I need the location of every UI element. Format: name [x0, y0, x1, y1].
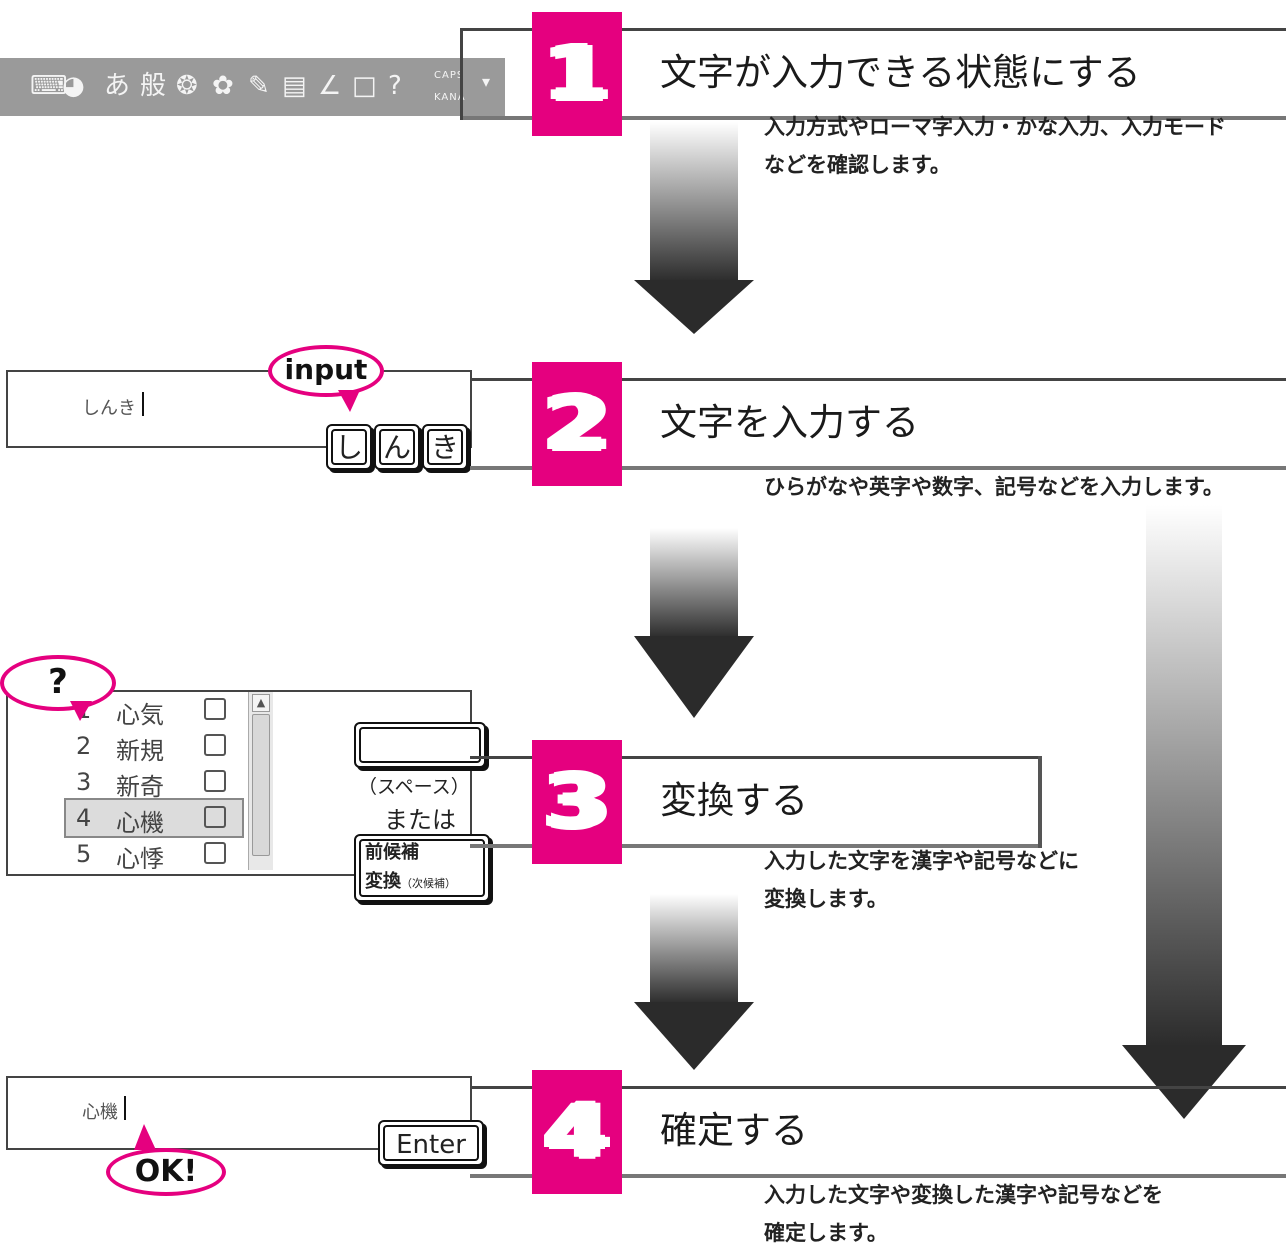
comment-icon	[204, 698, 226, 720]
key-ki[interactable]: き	[422, 424, 468, 470]
step4-desc: 入力した文字や変換した漢字や記号などを 確定します。	[764, 1183, 1163, 1245]
step3-desc: 入力した文字を漢字や記号などに 変換します。	[764, 849, 1079, 911]
comment-icon	[204, 770, 226, 792]
scroll-thumb[interactable]	[252, 714, 270, 856]
text-cursor	[142, 392, 144, 416]
question-bubble-tail	[70, 701, 92, 721]
pen-icon[interactable]: ✎	[248, 71, 270, 101]
input-bubble-tail	[338, 390, 360, 412]
candidate-scrollbar[interactable]: ▲	[248, 692, 273, 870]
arrow-2-head	[634, 636, 754, 718]
conversion-icon[interactable]: ❂	[176, 71, 198, 101]
step2-header: 2 文字を入力する	[470, 362, 1286, 486]
caps-indicator: CAPS	[434, 70, 465, 81]
space-key[interactable]	[354, 722, 486, 768]
help-icon[interactable]: ?	[388, 71, 402, 101]
step2-typed-text: しんき	[82, 398, 136, 419]
step2-title: 文字を入力する	[660, 401, 919, 444]
question-bubble: ?	[0, 655, 116, 711]
arrow-skip-shaft	[1146, 505, 1222, 1047]
input-bubble: input	[268, 345, 384, 397]
key-shi[interactable]: し	[326, 424, 372, 470]
ok-bubble-tail	[134, 1124, 156, 1150]
step3-number: 3	[532, 740, 622, 864]
dictionary-mode-button[interactable]: 般	[140, 71, 167, 101]
key-n[interactable]: ん	[374, 424, 420, 470]
step4-title: 確定する	[660, 1109, 808, 1152]
input-mode-button[interactable]: あ	[104, 71, 131, 101]
ok-bubble: OK!	[106, 1148, 226, 1196]
tools-icon[interactable]: ✿	[212, 71, 234, 101]
step3-header: 3 変換する	[470, 740, 1042, 864]
arrow-2-shaft	[650, 528, 738, 638]
kana-indicator: KANA	[434, 92, 466, 103]
or-label: または	[384, 806, 456, 834]
handwriting-icon[interactable]: ∠	[318, 71, 342, 101]
step2-desc: ひらがなや英字や数字、記号などを入力します。	[764, 475, 1224, 499]
comment-icon	[204, 806, 226, 828]
arrow-1-head	[634, 280, 754, 334]
convert-key[interactable]: 前候補 変換（次候補）	[354, 834, 490, 902]
keyboard-icon[interactable]: ⌨	[30, 71, 68, 101]
arrow-1-shaft	[650, 122, 738, 282]
step4-number: 4	[532, 1070, 622, 1194]
enter-key[interactable]: Enter	[378, 1120, 484, 1166]
toolbar-ime: ⌨ ◕ あ 般 ❂ ✿ ✎ ▤ ∠ □ ? CAPS KANA ▾	[0, 58, 505, 116]
step1-desc: 入力方式やローマ字入力・かな入力、入力モード などを確認します。	[764, 115, 1226, 177]
window-icon[interactable]: □	[352, 71, 377, 101]
arrow-3-shaft	[650, 894, 738, 1004]
toolbar-menu-icon[interactable]: ▾	[482, 72, 492, 91]
comment-icon	[204, 842, 226, 864]
step2-number: 2	[532, 362, 622, 486]
step4-typed-text: 心機	[82, 1102, 118, 1123]
space-label: （スペース）	[358, 776, 470, 798]
comment-icon	[204, 734, 226, 756]
step3-title: 変換する	[660, 779, 808, 822]
text-cursor	[124, 1096, 126, 1120]
step1-header: 1 文字が入力できる状態にする	[460, 12, 1286, 136]
step1-number: 1	[532, 12, 622, 136]
scroll-up-icon[interactable]: ▲	[252, 694, 270, 712]
arrow-3-head	[634, 1002, 754, 1070]
ime-logo-icon[interactable]: ◕	[62, 71, 85, 101]
step1-title: 文字が入力できる状態にする	[660, 51, 1141, 94]
arrow-skip-head	[1122, 1045, 1246, 1119]
step4-header: 4 確定する	[470, 1070, 1286, 1194]
pad-icon[interactable]: ▤	[282, 71, 307, 101]
